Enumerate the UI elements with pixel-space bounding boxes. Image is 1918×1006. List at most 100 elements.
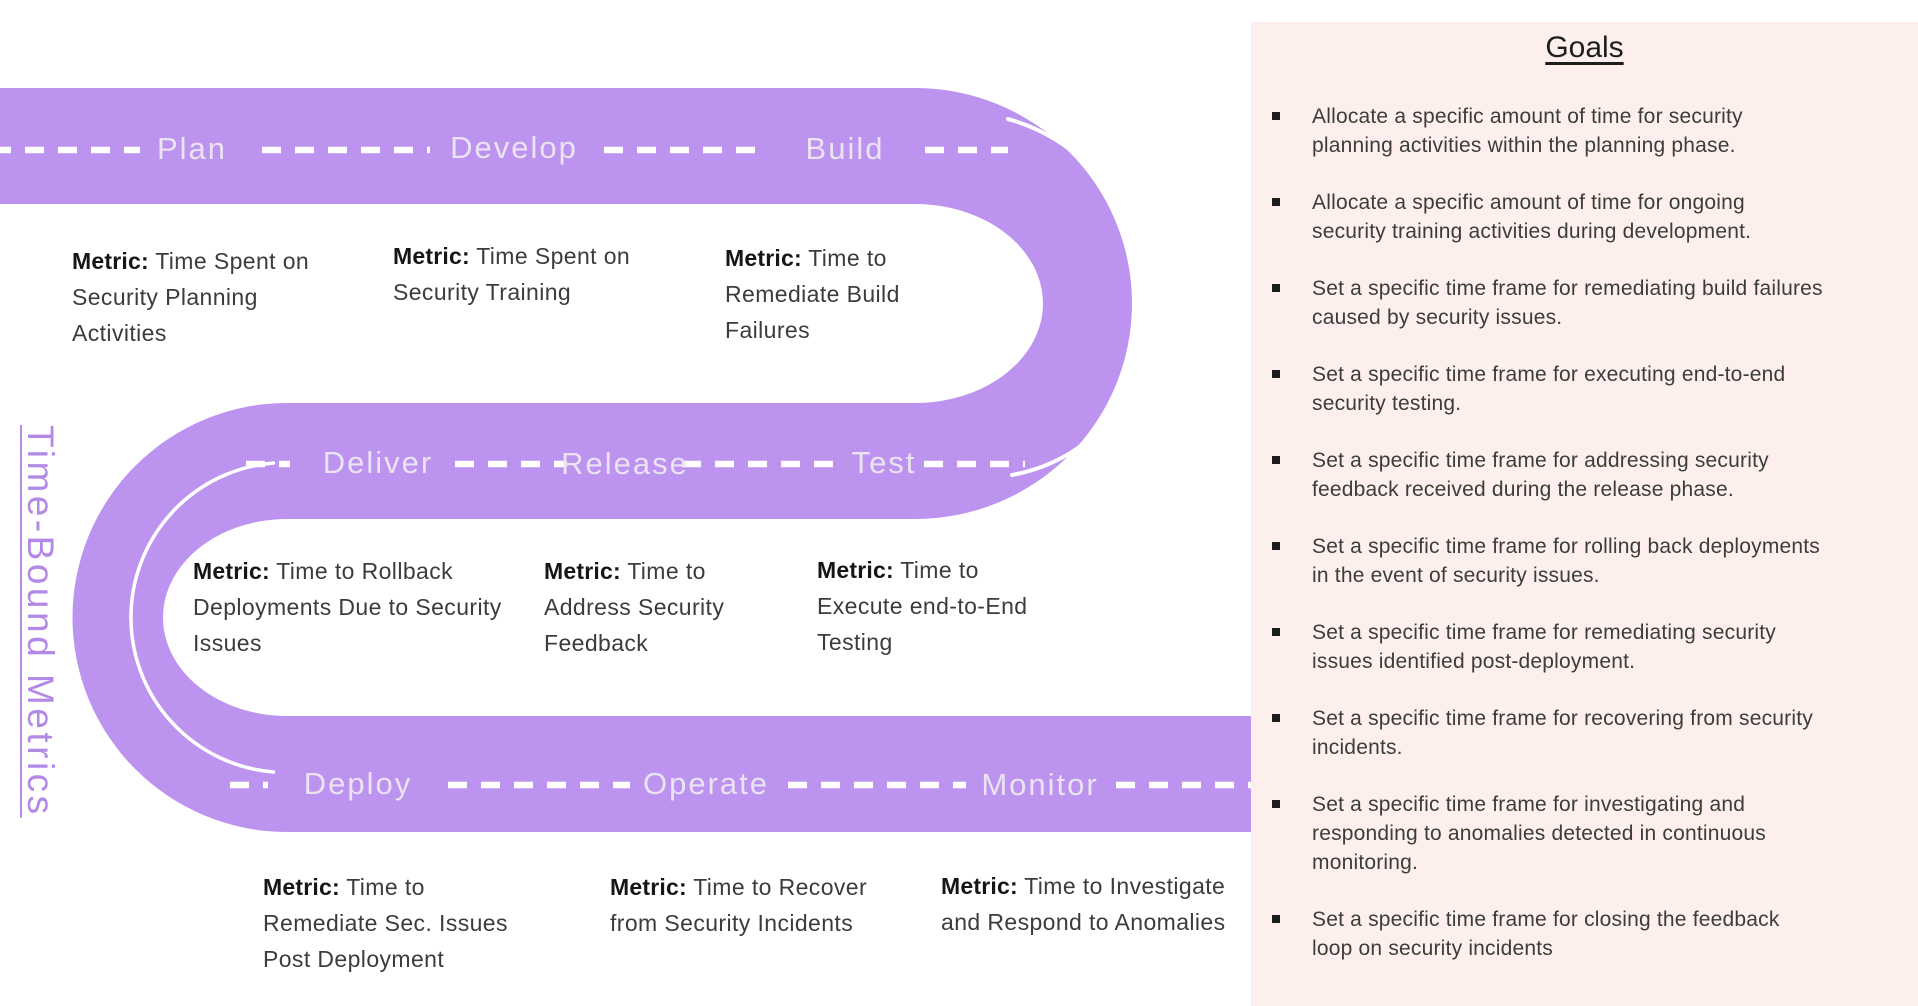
metric-line: from Security Incidents — [610, 910, 854, 936]
road-uturn-right — [915, 88, 1132, 519]
goal-item: Set a specific time frame for remediatin… — [1251, 618, 1918, 676]
metric-line: Failures — [725, 317, 811, 343]
metric-line: Feedback — [544, 630, 649, 656]
metric-operate: Metric: Time to Recover from Security In… — [610, 869, 867, 941]
road-band-bottom — [287, 716, 1262, 832]
goal-line: issues identified post-deployment. — [1312, 650, 1636, 673]
goal-item: Set a specific time frame for addressing… — [1251, 446, 1918, 504]
goal-line: in the event of security issues. — [1312, 564, 1600, 587]
bullet-square-icon — [1272, 800, 1280, 808]
phase-label-release: Release — [561, 446, 689, 481]
metric-label: Metric: — [817, 557, 894, 583]
goal-item: Set a specific time frame for closing th… — [1251, 905, 1918, 963]
goal-line: Set a specific time frame for executing … — [1312, 363, 1786, 386]
metric-deliver: Metric: Time to Rollback Deployments Due… — [193, 553, 502, 661]
metric-line: Issues — [193, 630, 262, 656]
lane-curve-right-bottom — [1010, 414, 1115, 477]
metric-line: and Respond to Anomalies — [941, 909, 1226, 935]
metric-deploy: Metric: Time to Remediate Sec. Issues Po… — [263, 869, 508, 977]
metric-line: Deployments Due to Security — [193, 594, 502, 620]
phase-label-plan: Plan — [156, 131, 228, 166]
bullet-square-icon — [1272, 370, 1280, 378]
metric-test: Metric: Time to Execute end-to-End Testi… — [817, 552, 1028, 660]
goal-line: Set a specific time frame for addressing… — [1312, 449, 1769, 472]
goal-line: caused by security issues. — [1312, 306, 1563, 329]
goal-line: responding to anomalies detected in cont… — [1312, 822, 1767, 845]
phase-label-operate: Operate — [642, 766, 770, 801]
goals-panel: Goals Allocate a specific amount of time… — [1251, 22, 1918, 1006]
metric-line: Testing — [817, 629, 893, 655]
metric-line: Metric: Time to Recover — [610, 874, 868, 900]
phase-label-develop: Develop — [450, 130, 578, 165]
metric-line: Post Deployment — [263, 946, 445, 972]
metric-plan: Metric: Time Spent on Security Planning … — [72, 243, 309, 351]
goal-line: monitoring. — [1312, 851, 1419, 874]
goal-line: Set a specific time frame for recovering… — [1312, 707, 1813, 730]
metric-line: Metric: Time Spent on — [72, 248, 310, 274]
goal-line: Set a specific time frame for investigat… — [1312, 793, 1746, 816]
metric-line: Address Security — [544, 594, 725, 620]
metric-line: Execute end-to-End — [817, 593, 1028, 619]
goal-item: Allocate a specific amount of time for o… — [1251, 188, 1918, 246]
goal-line: loop on security incidents — [1312, 937, 1553, 960]
metric-label: Metric: — [725, 245, 802, 271]
bullet-square-icon — [1272, 112, 1280, 120]
goal-item: Set a specific time frame for investigat… — [1251, 790, 1918, 877]
metric-line: Activities — [72, 320, 167, 346]
metric-label: Metric: — [263, 874, 340, 900]
goal-line: Set a specific time frame for rolling ba… — [1312, 535, 1821, 558]
metric-line: Remediate Sec. Issues — [263, 910, 508, 936]
metric-build: Metric: Time to Remediate Build Failures — [725, 240, 900, 348]
goal-line: Allocate a specific amount of time for o… — [1312, 191, 1745, 214]
metric-label: Metric: — [393, 243, 470, 269]
metric-line: Remediate Build — [725, 281, 900, 307]
metric-line: Security Planning — [72, 284, 258, 310]
goal-item: Set a specific time frame for executing … — [1251, 360, 1918, 418]
goal-item: Set a specific time frame for recovering… — [1251, 704, 1918, 762]
phase-label-test: Test — [851, 445, 917, 480]
bullet-square-icon — [1272, 542, 1280, 550]
metric-line: Metric: Time to — [725, 245, 887, 271]
metric-line: Metric: Time to — [817, 557, 979, 583]
metric-label: Metric: — [544, 558, 621, 584]
goal-item: Allocate a specific amount of time for s… — [1251, 102, 1918, 160]
bullet-square-icon — [1272, 284, 1280, 292]
metric-line: Metric: Time Spent on — [393, 243, 631, 269]
goal-line: feedback received during the release pha… — [1312, 478, 1734, 501]
road-band-top — [0, 88, 915, 204]
metric-line: Security Training — [393, 279, 572, 305]
bullet-square-icon — [1272, 714, 1280, 722]
road-surface — [0, 88, 1262, 832]
bullet-square-icon — [1272, 628, 1280, 636]
metric-label: Metric: — [193, 558, 270, 584]
lane-markings — [0, 117, 1252, 789]
metric-label: Metric: — [941, 873, 1018, 899]
metric-line: Metric: Time to — [544, 558, 706, 584]
bullet-square-icon — [1272, 915, 1280, 923]
bullet-square-icon — [1272, 456, 1280, 464]
lane-curve-left — [129, 461, 276, 774]
goal-line: Set a specific time frame for remediatin… — [1312, 621, 1777, 644]
metric-line: Metric: Time to Rollback — [193, 558, 454, 584]
goal-line: security testing. — [1312, 392, 1462, 415]
goal-line: Set a specific time frame for closing th… — [1312, 908, 1780, 931]
goal-item: Set a specific time frame for rolling ba… — [1251, 532, 1918, 590]
lane-curve-right-top — [1006, 117, 1112, 194]
goal-line: security training activities during deve… — [1312, 220, 1752, 243]
metric-monitor: Metric: Time to Investigate and Respond … — [941, 868, 1226, 940]
phase-label-monitor: Monitor — [981, 767, 1099, 802]
metric-label: Metric: — [72, 248, 149, 274]
metric-label: Metric: — [610, 874, 687, 900]
metric-line: Metric: Time to Investigate — [941, 873, 1226, 899]
goal-item: Set a specific time frame for remediatin… — [1251, 274, 1918, 332]
goal-line: planning activities within the planning … — [1312, 134, 1736, 157]
goal-line: Allocate a specific amount of time for s… — [1312, 105, 1743, 128]
metric-release: Metric: Time to Address Security Feedbac… — [544, 553, 724, 661]
goal-line: incidents. — [1312, 736, 1403, 759]
metric-line: Metric: Time to — [263, 874, 425, 900]
phase-label-deliver: Deliver — [322, 445, 434, 480]
vertical-title: Time-Bound Metrics — [20, 425, 61, 818]
road-band-middle — [287, 403, 915, 519]
phase-label-build: Build — [805, 131, 885, 166]
